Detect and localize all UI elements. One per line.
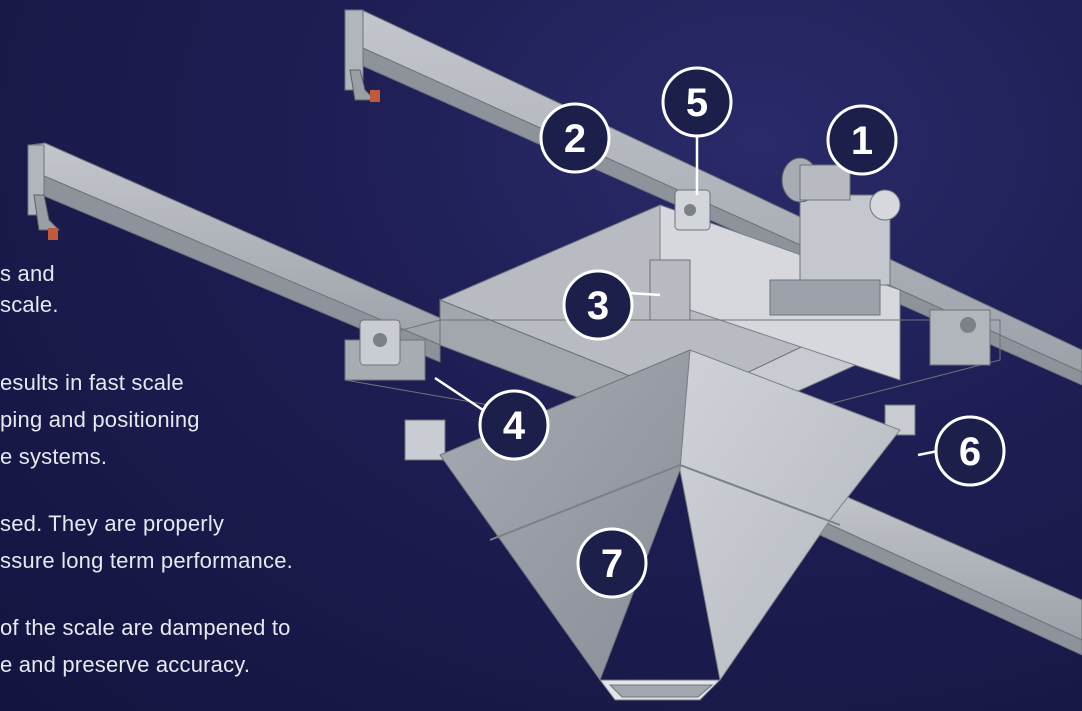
description-line-8: of the scale are dampened to [0, 615, 291, 640]
description-line-3: esults in fast scale [0, 370, 184, 395]
callout-number-4: 4 [503, 404, 526, 448]
callout-badge-4: 4 [478, 389, 550, 461]
callout-badge-6: 6 [934, 415, 1006, 487]
description-line-2: scale. [0, 292, 59, 317]
callout-badge-3: 3 [562, 269, 634, 341]
description-line-1: s and [0, 261, 55, 286]
front-rail [27, 142, 441, 363]
description-line-7: ssure long term performance. [0, 548, 293, 573]
callout-badge-1: 1 [826, 104, 898, 176]
description-line-5: e systems. [0, 444, 108, 469]
lower-rail [819, 484, 1082, 656]
callout-number-1: 1 [851, 119, 873, 163]
motor-assembly [769, 157, 901, 316]
description-line-4: ping and positioning [0, 407, 200, 432]
callout-badge-5: 5 [661, 66, 733, 138]
callout-badge-2: 2 [539, 102, 611, 174]
callout-number-6: 6 [959, 430, 981, 474]
callout-number-2: 2 [564, 117, 586, 161]
callout-number-7: 7 [601, 542, 623, 586]
callout-number-3: 3 [587, 284, 609, 328]
callout-number-5: 5 [686, 81, 708, 125]
description-line-6: sed. They are properly [0, 511, 225, 536]
callout-badge-7: 7 [576, 527, 648, 599]
description-line-9: e and preserve accuracy. [0, 652, 251, 677]
